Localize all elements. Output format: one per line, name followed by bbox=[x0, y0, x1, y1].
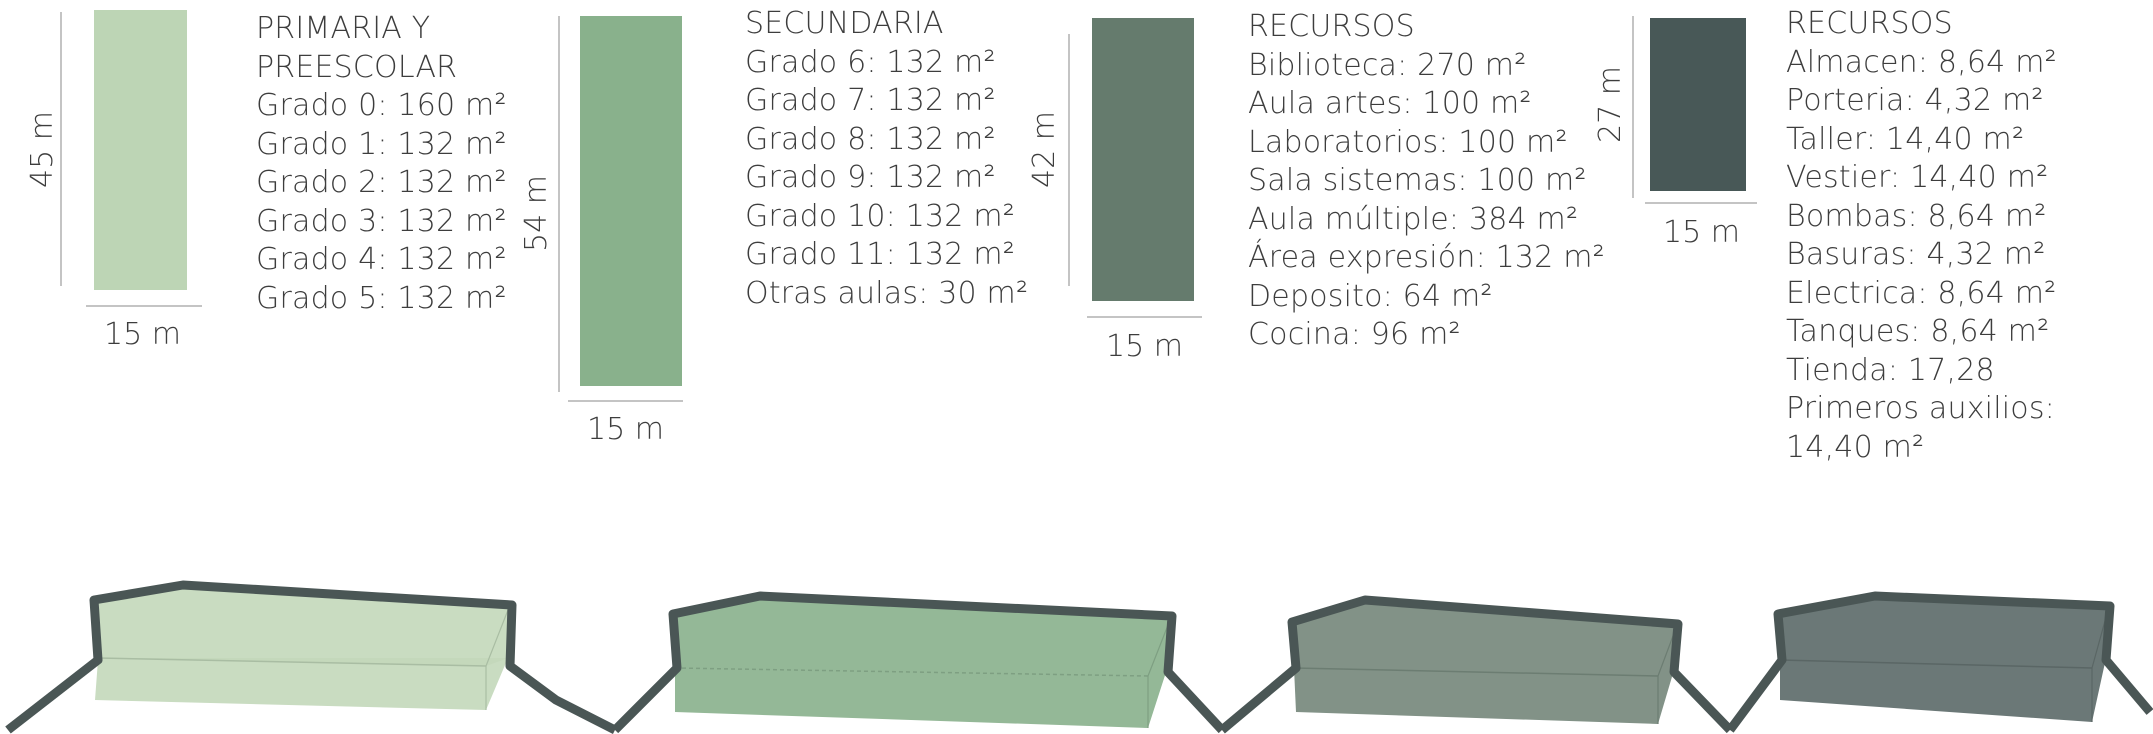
secundaria-item: Grado 11: 132 m² bbox=[745, 237, 1015, 272]
primaria-width-line bbox=[86, 305, 202, 307]
primaria-item: Grado 1: 132 m² bbox=[256, 126, 507, 162]
recursos-1-item: Aula múltiple: 384 m² bbox=[1248, 201, 1579, 237]
secundaria-width-line bbox=[568, 400, 683, 402]
primaria-item: Grado 0: 160 m² bbox=[256, 88, 507, 123]
recursos-1-height-label: 42 m bbox=[1027, 111, 1062, 188]
recursos-1-footprint bbox=[1092, 18, 1194, 301]
secundaria-text: SECUNDARIA Grado 6: 132 m² Grado 7: 132 … bbox=[745, 5, 1028, 313]
recursos-1-item: Laboratorios: 100 m² bbox=[1248, 124, 1568, 160]
secundaria-item: Grado 10: 132 m² bbox=[745, 198, 1015, 234]
primaria-height-label: 45 m bbox=[25, 111, 60, 188]
primaria-text: PRIMARIA Y PREESCOLAR Grado 0: 160 m² Gr… bbox=[256, 10, 507, 318]
recursos-1-item: Deposito: 64 m² bbox=[1248, 278, 1493, 314]
recursos-1-text: RECURSOS Biblioteca: 270 m² Aula artes: … bbox=[1248, 8, 1605, 355]
recursos-2-width-label: 15 m bbox=[1663, 215, 1740, 250]
secundaria-item: Grado 9: 132 m² bbox=[745, 160, 996, 195]
secundaria-height-line bbox=[558, 16, 560, 392]
secundaria-item: Grado 7: 132 m² bbox=[745, 83, 996, 118]
recursos-2-item: Almacen: 8,64 m² bbox=[1786, 44, 2057, 80]
recursos-2-height-line bbox=[1632, 16, 1634, 198]
recursos-2-item: Basuras: 4,32 m² bbox=[1786, 237, 2046, 272]
secundaria-volume bbox=[611, 591, 1226, 734]
primaria-title: PRIMARIA Y bbox=[256, 11, 431, 46]
recursos-2-item: Taller: 14,40 m² bbox=[1786, 121, 2025, 157]
primaria-width-label: 15 m bbox=[104, 317, 181, 352]
primaria-height-line bbox=[60, 12, 62, 286]
recursos-2-width-line bbox=[1645, 202, 1757, 204]
massing-diagram bbox=[5, 580, 2153, 734]
recursos-2-volume bbox=[1726, 591, 2153, 733]
primaria-footprint bbox=[94, 10, 187, 290]
primaria-item: Grado 4: 132 m² bbox=[256, 242, 507, 277]
recursos-2-item: Bombas: 8,64 m² bbox=[1786, 198, 2047, 234]
recursos-2-height-label: 27 m bbox=[1593, 66, 1628, 143]
recursos-2-footprint bbox=[1650, 18, 1746, 191]
primaria-item: Grado 2: 132 m² bbox=[256, 165, 507, 200]
recursos-2-item: Tanques: 8,64 m² bbox=[1786, 314, 2050, 349]
primaria-item: Grado 5: 132 m² bbox=[256, 280, 507, 316]
primaria-item: Grado 3: 132 m² bbox=[256, 203, 507, 239]
recursos-2-item: Porteria: 4,32 m² bbox=[1786, 83, 2044, 118]
recursos-1-item: Área expresión: 132 m² bbox=[1248, 240, 1605, 275]
recursos-1-width-line bbox=[1087, 316, 1202, 318]
recursos-2-title: RECURSOS bbox=[1786, 6, 1953, 41]
recursos-1-volume bbox=[1219, 595, 1734, 734]
secundaria-footprint bbox=[580, 16, 682, 386]
recursos-2-item: Vestier: 14,40 m² bbox=[1786, 160, 2049, 195]
recursos-2-item: 14,40 m² bbox=[1786, 429, 1925, 465]
secundaria-item: Grado 6: 132 m² bbox=[745, 44, 996, 80]
secundaria-item: Grado 8: 132 m² bbox=[745, 121, 996, 157]
secundaria-item: Otras aulas: 30 m² bbox=[745, 275, 1029, 311]
recursos-1-item: Sala sistemas: 100 m² bbox=[1248, 163, 1587, 198]
primaria-title: PREESCOLAR bbox=[256, 49, 458, 85]
recursos-2-text: RECURSOS Almacen: 8,64 m² Porteria: 4,32… bbox=[1786, 5, 2057, 467]
recursos-2-item: Electrica: 8,64 m² bbox=[1786, 275, 2057, 311]
secundaria-height-label: 54 m bbox=[519, 175, 554, 252]
recursos-1-title: RECURSOS bbox=[1248, 9, 1415, 44]
recursos-1-item: Cocina: 96 m² bbox=[1248, 317, 1461, 352]
recursos-1-item: Aula artes: 100 m² bbox=[1248, 86, 1532, 121]
primaria-volume bbox=[5, 580, 618, 734]
recursos-1-item: Biblioteca: 270 m² bbox=[1248, 47, 1527, 83]
secundaria-width-label: 15 m bbox=[587, 412, 664, 447]
recursos-1-height-line bbox=[1068, 34, 1070, 286]
recursos-1-width-label: 15 m bbox=[1106, 329, 1183, 364]
secundaria-title: SECUNDARIA bbox=[745, 6, 944, 41]
recursos-2-item: Primeros auxilios: bbox=[1786, 391, 2055, 426]
recursos-2-item: Tienda: 17,28 bbox=[1786, 352, 1995, 388]
